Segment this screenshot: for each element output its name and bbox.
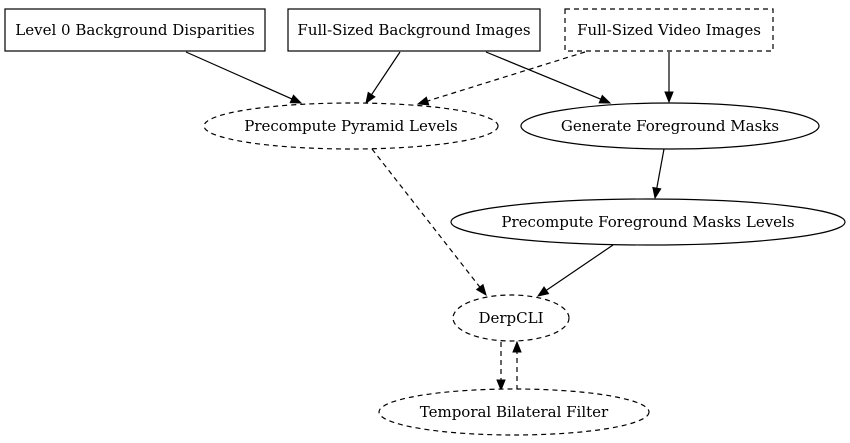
node-level0-disparities: Level 0 Background Disparities bbox=[4, 8, 266, 52]
node-full-bg-images: Full-Sized Background Images bbox=[287, 8, 541, 52]
node-label: Temporal Bilateral Filter bbox=[420, 403, 609, 421]
node-shape bbox=[520, 102, 820, 150]
edge-line bbox=[371, 51, 401, 96]
edges-layer bbox=[185, 51, 674, 392]
node-label: Precompute Foreground Masks Levels bbox=[501, 213, 794, 231]
arrowhead-icon bbox=[365, 91, 376, 105]
arrowhead-icon bbox=[598, 94, 612, 104]
edge-precompute_pyramid-to-derpcli bbox=[371, 148, 487, 297]
node-shape bbox=[452, 294, 570, 342]
edge-line bbox=[656, 148, 665, 189]
node-shape bbox=[203, 102, 499, 150]
node-full-video-images: Full-Sized Video Images bbox=[564, 8, 774, 52]
node-label: Generate Foreground Masks bbox=[561, 117, 779, 135]
node-generate-fg-masks: Generate Foreground Masks bbox=[520, 102, 820, 150]
arrowhead-icon bbox=[536, 286, 550, 297]
edge-full_bg_images-to-generate_fg_masks bbox=[485, 51, 612, 104]
node-label: Precompute Pyramid Levels bbox=[244, 117, 458, 135]
node-label: Level 0 Background Disparities bbox=[15, 21, 254, 39]
edge-full_bg_images-to-precompute_pyramid bbox=[365, 51, 401, 105]
edge-full_video_images-to-generate_fg_masks bbox=[664, 52, 674, 104]
arrowhead-icon bbox=[475, 283, 487, 297]
arrowhead-icon bbox=[512, 340, 522, 353]
node-derpcli: DerpCLI bbox=[452, 294, 570, 342]
node-shape bbox=[450, 198, 846, 246]
arrowhead-icon bbox=[496, 379, 506, 392]
edge-generate_fg_masks-to-precompute_fg_levels bbox=[652, 148, 665, 200]
node-shape bbox=[564, 8, 774, 52]
edge-full_video_images-to-precompute_pyramid bbox=[416, 51, 586, 106]
node-shape bbox=[378, 388, 650, 436]
nodes-layer: Level 0 Background Disparities Full-Sized… bbox=[4, 8, 846, 436]
arrowhead-icon bbox=[652, 186, 662, 200]
node-label: Full-Sized Video Images bbox=[577, 21, 761, 39]
edge-level0_disparities-to-precompute_pyramid bbox=[185, 51, 303, 104]
node-label: Full-Sized Background Images bbox=[297, 21, 530, 39]
node-precompute-fg-levels: Precompute Foreground Masks Levels bbox=[450, 198, 846, 246]
edge-line bbox=[427, 51, 586, 102]
edge-precompute_fg_levels-to-derpcli bbox=[536, 244, 614, 297]
arrowhead-icon bbox=[416, 96, 430, 106]
node-label: DerpCLI bbox=[478, 309, 543, 327]
edge-derpcli-to-temporal_filter bbox=[496, 342, 506, 392]
edge-temporal_filter-to-derpcli bbox=[512, 340, 522, 390]
edge-line bbox=[485, 51, 601, 100]
node-shape bbox=[287, 8, 541, 52]
edge-line bbox=[371, 148, 481, 288]
edge-line bbox=[185, 51, 293, 100]
edge-line bbox=[545, 244, 614, 291]
node-shape bbox=[4, 8, 266, 52]
node-precompute-pyramid: Precompute Pyramid Levels bbox=[203, 102, 499, 150]
arrowhead-icon bbox=[664, 91, 674, 104]
arrowhead-icon bbox=[289, 94, 303, 104]
node-temporal-filter: Temporal Bilateral Filter bbox=[378, 388, 650, 436]
